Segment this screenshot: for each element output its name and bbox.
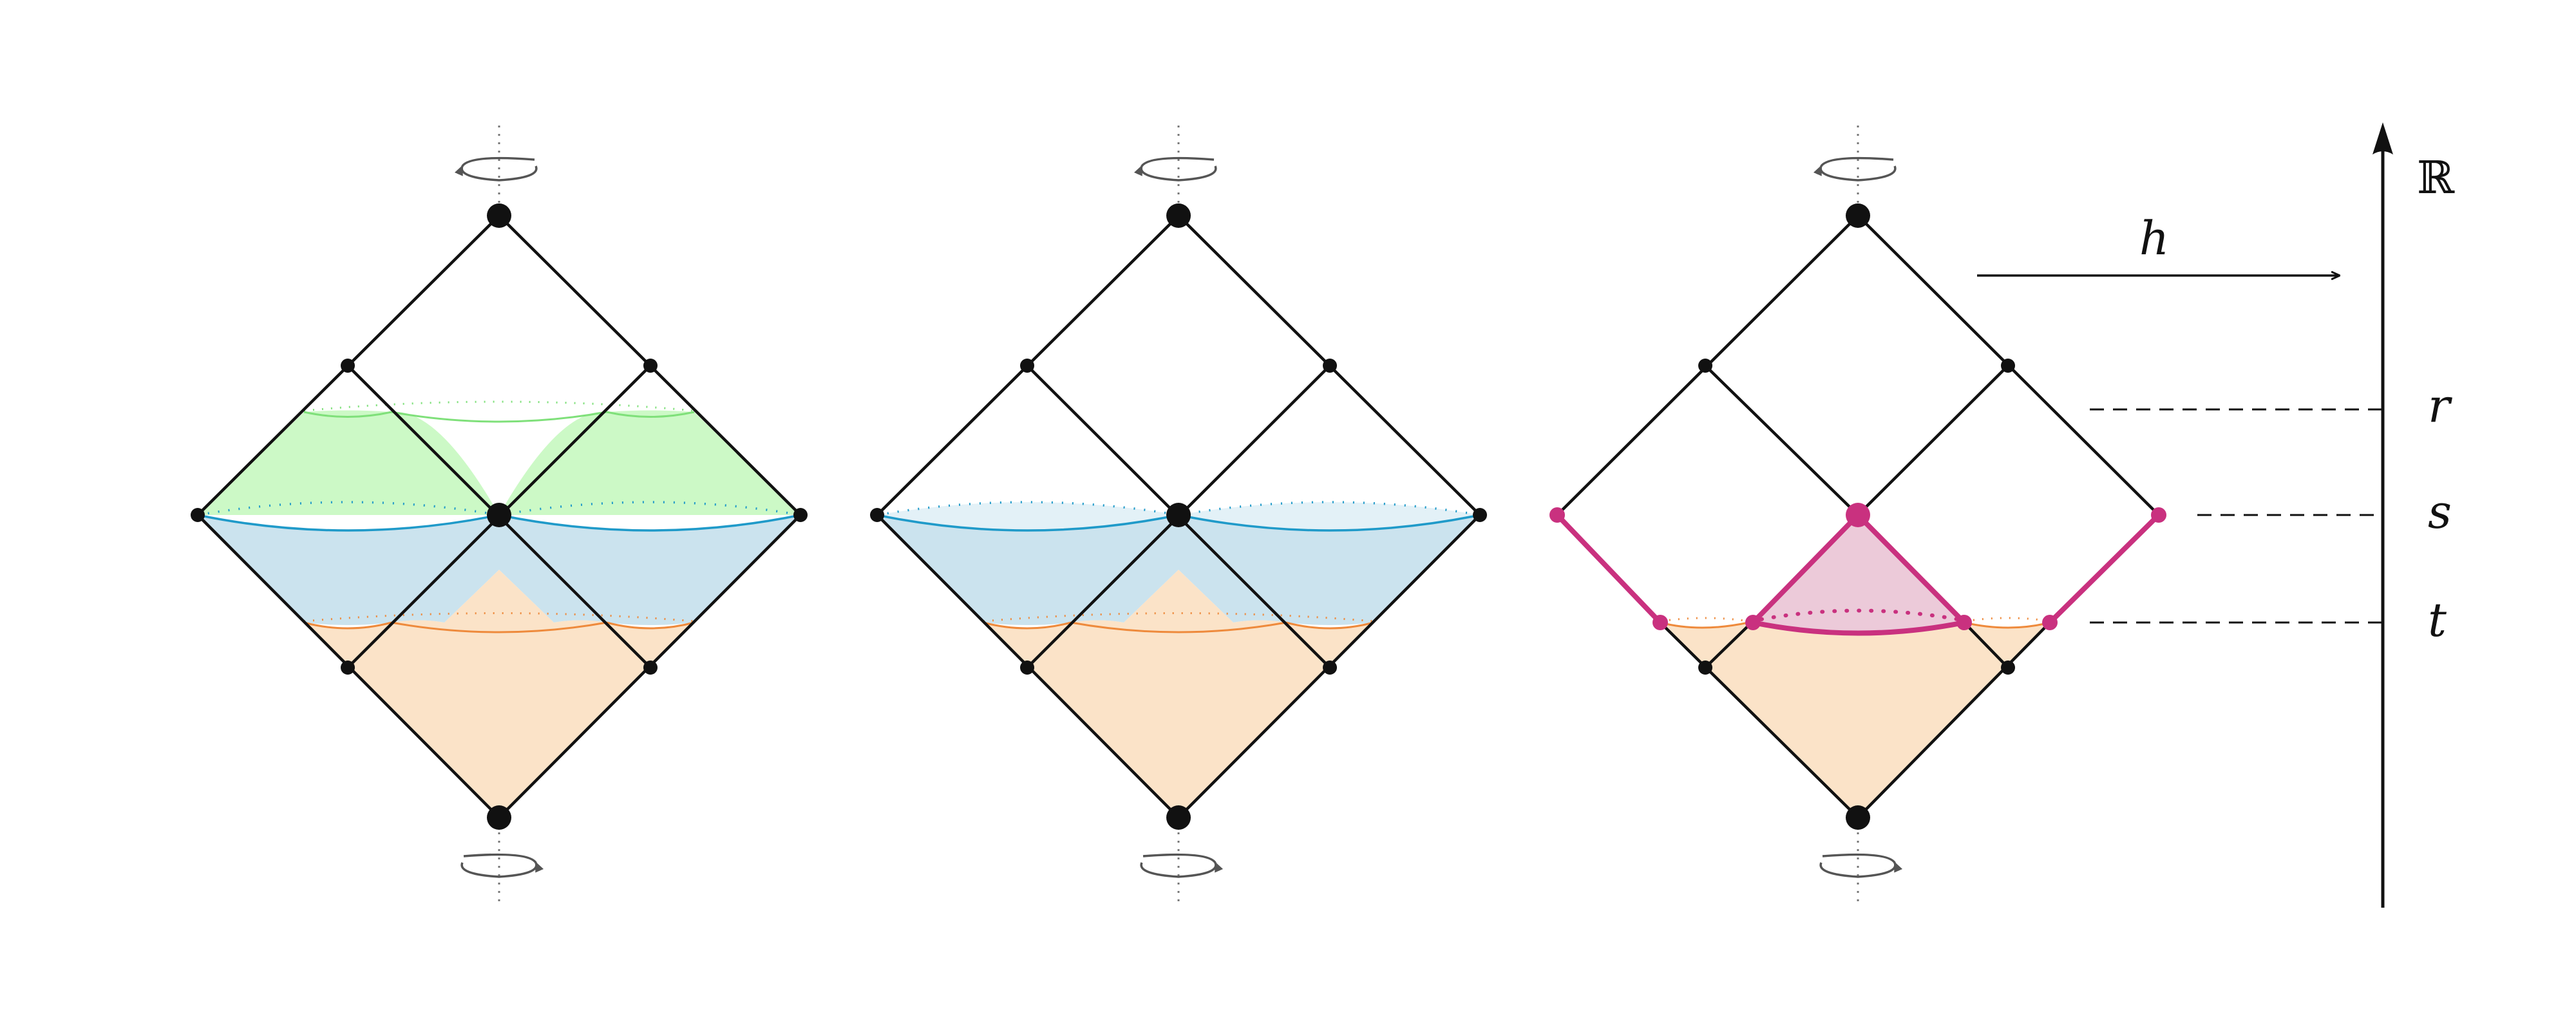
node-center: [487, 503, 511, 527]
rotation-arrow-icon: [460, 853, 544, 878]
blue-cap: [1179, 502, 1480, 530]
level-label-t: t: [2428, 593, 2447, 647]
rotation-arrow-icon: [1133, 156, 1217, 182]
node-top: [1166, 203, 1191, 228]
node: [1549, 507, 1565, 523]
node: [1698, 359, 1712, 373]
graph-nodes: [191, 203, 808, 830]
orange-level-curves: [1660, 617, 2050, 629]
panel-1: [191, 126, 808, 908]
orange-region: [983, 570, 1374, 818]
node: [191, 508, 205, 522]
green-level-curves: [303, 400, 695, 423]
node: [1956, 615, 1972, 630]
node: [341, 359, 355, 373]
node: [793, 508, 808, 522]
node: [1653, 615, 1668, 630]
magenta-nodes: [1549, 503, 2166, 630]
node: [2001, 359, 2015, 373]
node-top: [1846, 203, 1870, 228]
node: [1020, 660, 1034, 675]
graph-nodes: [1698, 203, 2015, 830]
green-region: [198, 410, 800, 515]
node-bottom: [487, 805, 511, 830]
orange-level-curves: [303, 612, 695, 633]
node-top: [487, 203, 511, 228]
magenta-region: [1753, 515, 1964, 633]
node-center: [1166, 503, 1191, 527]
map-label: h: [2139, 211, 2169, 265]
node: [1323, 359, 1337, 373]
node: [1473, 508, 1487, 522]
level-lines: [2090, 408, 2383, 624]
magenta-dotted-curve: [1759, 608, 1960, 621]
node-bottom: [1846, 805, 1870, 830]
blue-cap: [877, 502, 1179, 530]
node: [1323, 660, 1337, 675]
blue-level-curves: [876, 501, 1481, 532]
graph-nodes: [870, 203, 1487, 830]
blue-region: [198, 515, 800, 625]
blue-region: [877, 515, 1480, 625]
axis-arrowhead-icon: [2372, 122, 2393, 154]
rotation-arrow-icon: [1140, 853, 1224, 878]
node: [1698, 660, 1712, 675]
node: [341, 660, 355, 675]
node: [643, 359, 658, 373]
panel-3: [1549, 126, 2166, 908]
node: [2042, 615, 2058, 630]
real-axis: ℝ r s t: [2090, 122, 2455, 908]
orange-region: [304, 570, 694, 818]
level-label-s: s: [2428, 485, 2452, 539]
orange-region: [1660, 623, 2050, 818]
orange-level-curves: [983, 612, 1374, 633]
level-label-r: r: [2428, 379, 2452, 433]
map-h: h: [1977, 211, 2339, 276]
node: [1745, 615, 1761, 630]
node: [2001, 660, 2015, 675]
node: [643, 660, 658, 675]
rotation-arrow-icon: [1819, 853, 1903, 878]
rotation-arrow-icon: [454, 156, 538, 182]
rotation-arrow-icon: [1813, 156, 1897, 182]
node-bottom: [1166, 805, 1191, 830]
axis-label: ℝ: [2417, 151, 2455, 204]
node: [1020, 359, 1034, 373]
panel-2: [870, 126, 1487, 908]
blue-level-curves: [197, 501, 801, 532]
node-center: [1846, 503, 1870, 527]
node: [2151, 507, 2166, 523]
node: [870, 508, 884, 522]
